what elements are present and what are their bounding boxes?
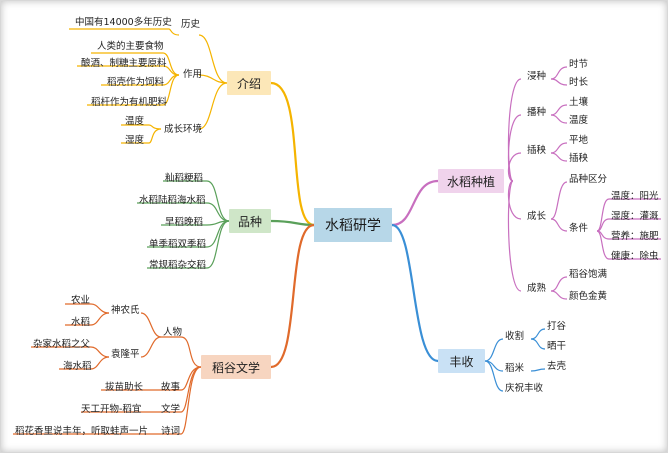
grow-label[interactable]: 成长 <box>527 211 547 222</box>
sow-item[interactable]: 土壤 <box>569 97 589 108</box>
rice-label[interactable]: 稻米 <box>505 363 525 374</box>
story-label[interactable]: 故事 <box>161 382 181 393</box>
env-item[interactable]: 温度 <box>125 116 145 127</box>
use-item[interactable]: 稻壳作为饲料 <box>107 77 165 88</box>
env-item[interactable]: 湿度 <box>125 135 145 146</box>
shennong-item[interactable]: 农业 <box>71 295 91 306</box>
condition-item[interactable]: 营养：施肥 <box>611 231 659 242</box>
celebrate-label[interactable]: 庆祝丰收 <box>505 383 544 394</box>
variety-diff-label[interactable]: 品种区分 <box>569 174 608 185</box>
soak-item[interactable]: 时长 <box>569 77 589 88</box>
shennong-label[interactable]: 神农氏 <box>111 305 140 316</box>
topic-planting[interactable]: 水稻种植 <box>438 169 504 193</box>
condition-item[interactable]: 温度：阳光 <box>611 191 659 202</box>
variety-item[interactable]: 籼稻粳稻 <box>165 173 204 184</box>
sow-item[interactable]: 温度 <box>569 115 589 126</box>
topic-culture[interactable]: 稻谷文学 <box>201 355 271 379</box>
reap-label[interactable]: 收割 <box>505 331 525 342</box>
reap-item[interactable]: 打谷 <box>547 321 567 332</box>
variety-item[interactable]: 单季稻双季稻 <box>149 239 207 250</box>
use-item[interactable]: 人类的主要食物 <box>97 41 164 52</box>
mature-item[interactable]: 稻谷饱满 <box>569 269 608 280</box>
transplant-label[interactable]: 插秧 <box>527 145 547 156</box>
soak-label[interactable]: 浸种 <box>527 71 547 82</box>
soak-item[interactable]: 时节 <box>569 59 589 70</box>
shennong-item[interactable]: 水稻 <box>71 317 91 328</box>
people-label[interactable]: 人物 <box>163 327 183 338</box>
yuan-item[interactable]: 杂家水稻之父 <box>33 339 91 350</box>
condition-label[interactable]: 条件 <box>569 223 589 234</box>
history-label[interactable]: 历史 <box>181 19 201 30</box>
story-item[interactable]: 拔苗助长 <box>105 382 144 393</box>
history-item[interactable]: 中国有14000多年历史 <box>75 17 172 28</box>
central-topic[interactable]: 水稻研学 <box>314 208 392 242</box>
text-label[interactable]: 文学 <box>161 404 181 415</box>
reap-item[interactable]: 晒干 <box>547 341 567 352</box>
use-item[interactable]: 稻杆作为有机肥料 <box>91 97 168 108</box>
condition-item[interactable]: 湿度：灌溉 <box>611 211 659 222</box>
transplant-item[interactable]: 插秧 <box>569 153 589 164</box>
topic-intro[interactable]: 介绍 <box>227 71 271 95</box>
topic-variety[interactable]: 品种 <box>229 209 271 233</box>
variety-item[interactable]: 水稻陆稻海水稻 <box>139 195 206 206</box>
yuan-label[interactable]: 袁隆平 <box>111 349 140 360</box>
transplant-item[interactable]: 平地 <box>569 135 589 146</box>
poem-label[interactable]: 诗词 <box>161 426 181 437</box>
mature-item[interactable]: 颜色金黄 <box>569 291 608 302</box>
topic-harvest[interactable]: 丰收 <box>438 349 485 373</box>
poem-item[interactable]: 稻花香里说丰年，听取蛙声一片 <box>15 426 149 437</box>
env-label[interactable]: 成长环境 <box>164 124 203 135</box>
sow-label[interactable]: 播种 <box>527 107 547 118</box>
mature-label[interactable]: 成熟 <box>527 283 547 294</box>
condition-item[interactable]: 健康：除虫 <box>611 251 659 262</box>
use-label[interactable]: 作用 <box>183 69 203 80</box>
text-item[interactable]: 天工开物-稻宜 <box>81 404 142 415</box>
yuan-item[interactable]: 海水稻 <box>63 361 92 372</box>
rice-item[interactable]: 去壳 <box>547 361 567 372</box>
variety-item[interactable]: 早稻晚稻 <box>165 217 204 228</box>
variety-item[interactable]: 常规稻杂交稻 <box>149 260 207 271</box>
use-item[interactable]: 酿酒、制糖主要原料 <box>81 58 167 69</box>
